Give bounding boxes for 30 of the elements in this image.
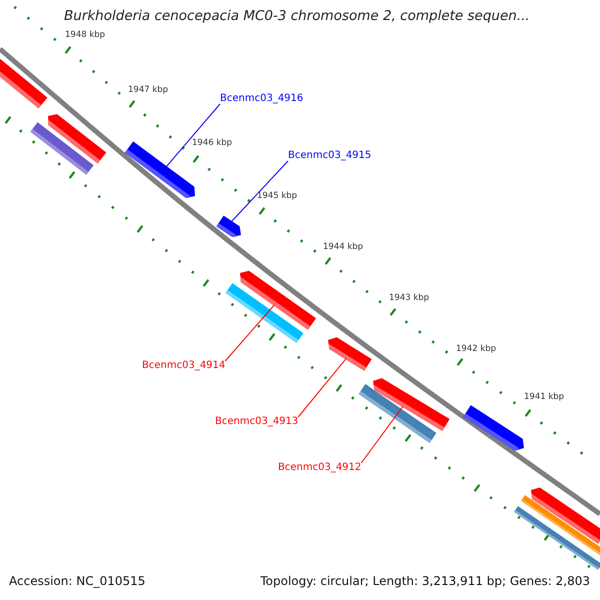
scale-label: 1943 kbp bbox=[389, 294, 430, 302]
scale-label: 1944 kbp bbox=[323, 243, 364, 252]
gene-bar bbox=[226, 283, 304, 343]
accession-text: Accession: NC_010515 bbox=[9, 575, 146, 587]
gene-label: Bcenmc03_4915 bbox=[288, 151, 372, 161]
gene-segment bbox=[328, 337, 372, 371]
scale-label: 1947 kbp bbox=[128, 86, 168, 94]
gene-segment bbox=[0, 56, 48, 108]
gene-label: Bcenmc03_4913 bbox=[215, 417, 298, 427]
gene-label: Bcenmc03_4916 bbox=[220, 94, 304, 104]
leader-line bbox=[224, 304, 275, 362]
scale-label: 1946 kbp bbox=[192, 139, 232, 148]
scale-label: 1942 kbp bbox=[456, 345, 496, 354]
scale-label: 1941 kbp bbox=[524, 393, 564, 402]
gene-segment bbox=[124, 141, 195, 198]
gene-bar bbox=[358, 384, 436, 443]
gene-label: Bcenmc03_4912 bbox=[278, 463, 362, 473]
scale-label: 1948 kbp bbox=[65, 31, 106, 40]
leader-line bbox=[360, 406, 404, 464]
gene-bar bbox=[514, 506, 600, 570]
gene-segment bbox=[463, 405, 524, 451]
leader-line bbox=[298, 358, 346, 418]
gene-bar bbox=[30, 122, 94, 175]
leader-line bbox=[231, 160, 288, 222]
summary-text: Topology: circular; Length: 3,213,911 bp; Genes: 2,803 bbox=[260, 575, 590, 587]
map-title: Burkholderia cenocepacia MC0-3 chromosome 2, complete sequen... bbox=[64, 10, 530, 24]
leader-line bbox=[166, 104, 220, 168]
scale-label: 1945 kbp bbox=[257, 192, 298, 200]
gene-segment bbox=[216, 216, 241, 238]
gene-label: Bcenmc03_4914 bbox=[142, 361, 226, 371]
